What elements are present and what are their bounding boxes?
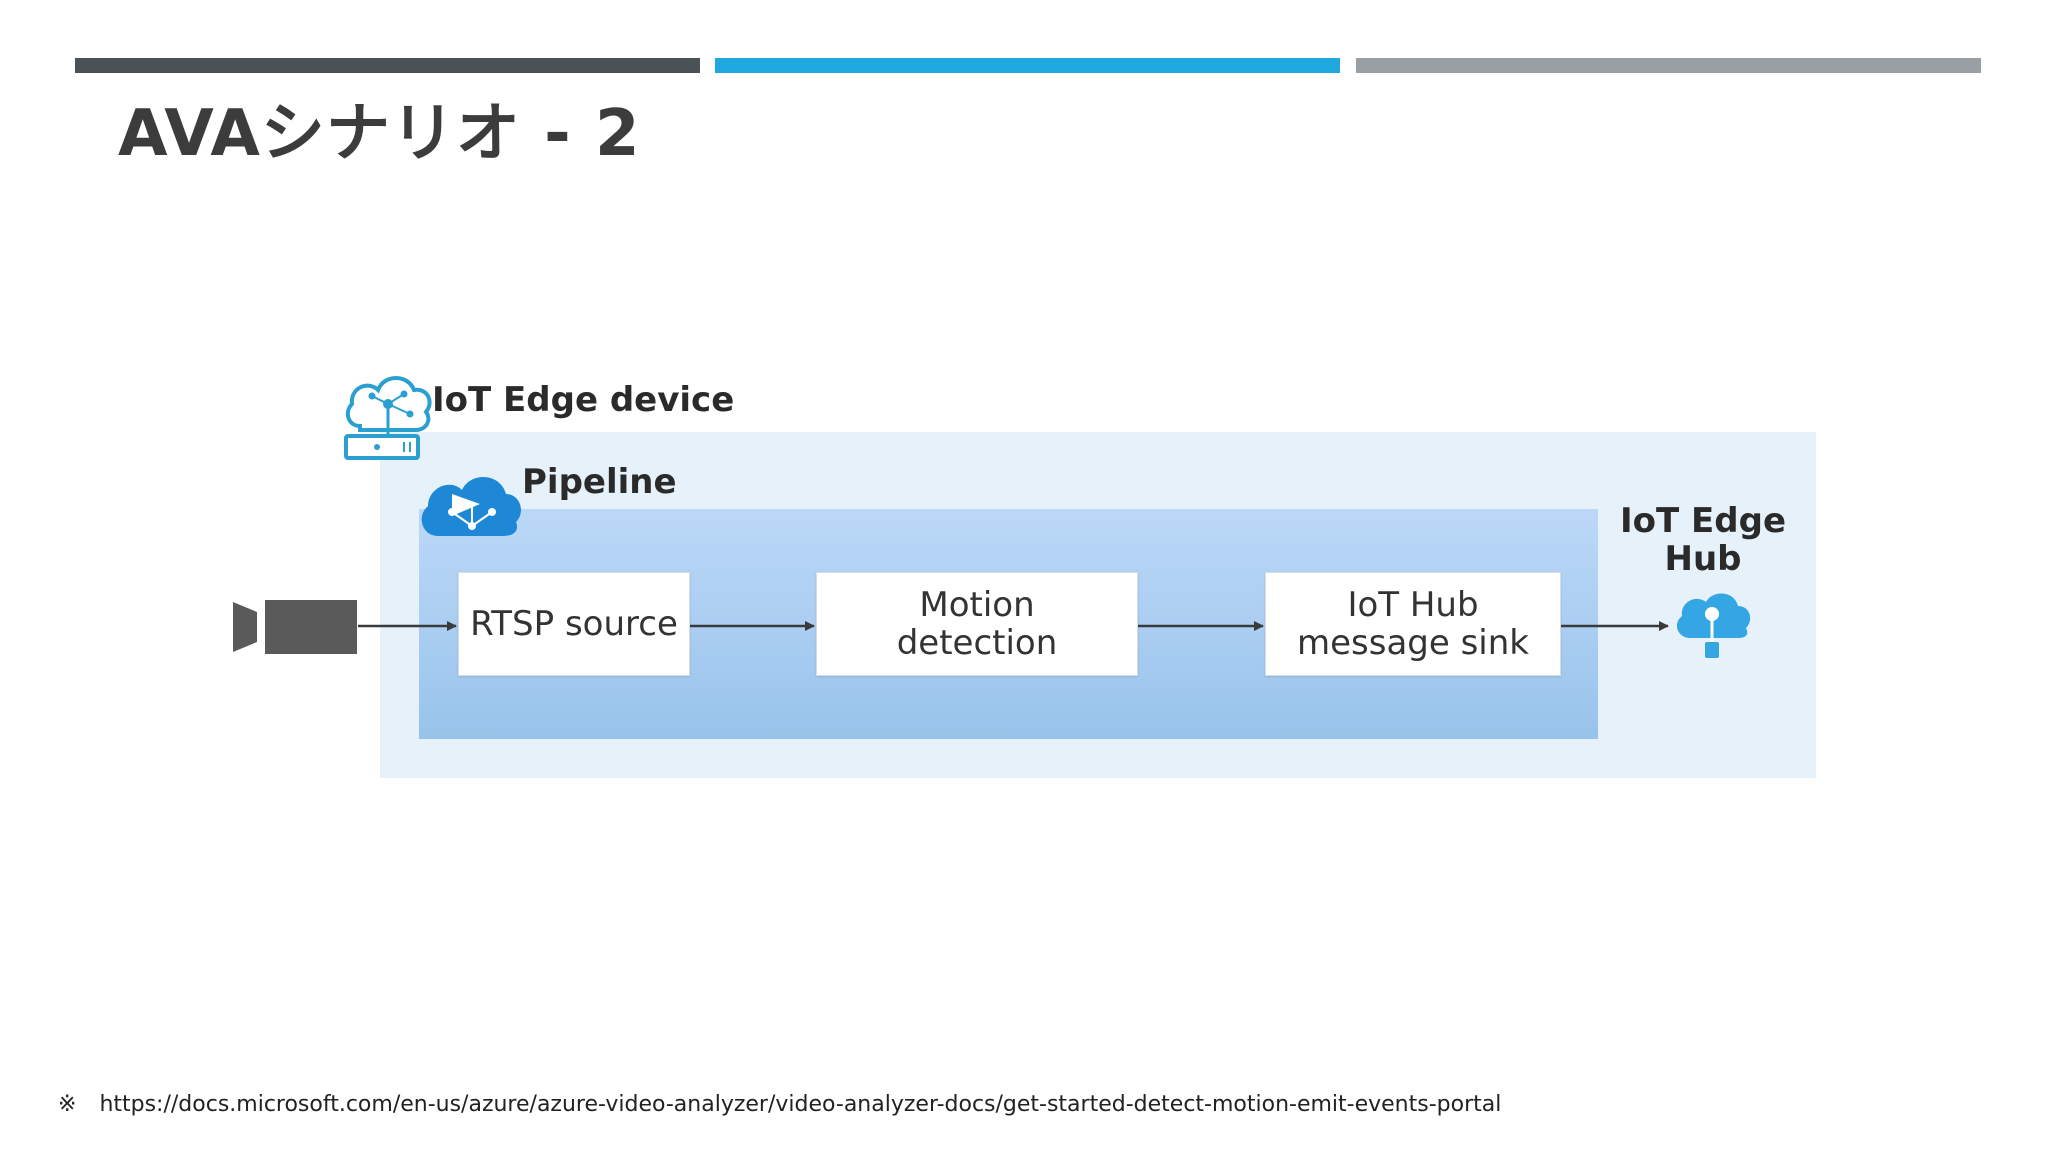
source-url: https://docs.microsoft.com/en-us/azure/a… [99, 1092, 1502, 1117]
motion-detection-node: Motion detection [816, 572, 1138, 676]
iot-edge-hub-label: IoT Edge Hub [1620, 501, 1786, 579]
top-bar-blue [715, 58, 1340, 73]
iot-hub-message-sink-node: IoT Hub message sink [1265, 572, 1561, 676]
pipeline-label: Pipeline [522, 462, 677, 502]
iot-hub-message-sink-label-line1: IoT Hub [1347, 585, 1479, 625]
rtsp-source-label: RTSP source [470, 604, 678, 644]
iot-hub-message-sink-label-line2: message sink [1296, 623, 1529, 663]
video-camera-icon [233, 600, 357, 654]
motion-detection-label-line1: Motion [919, 585, 1035, 625]
footnote-mark: ※ [58, 1092, 77, 1117]
motion-detection-label-line2: detection [896, 623, 1058, 663]
top-bar-dark [75, 58, 700, 73]
iot-edge-device-label: IoT Edge device [432, 380, 735, 420]
page-title: AVAシナリオ - 2 [118, 97, 641, 171]
rtsp-source-node: RTSP source [458, 572, 690, 676]
source-footnote: ※ https://docs.microsoft.com/en-us/azure… [58, 1092, 1501, 1117]
top-bar-gray [1356, 58, 1981, 73]
